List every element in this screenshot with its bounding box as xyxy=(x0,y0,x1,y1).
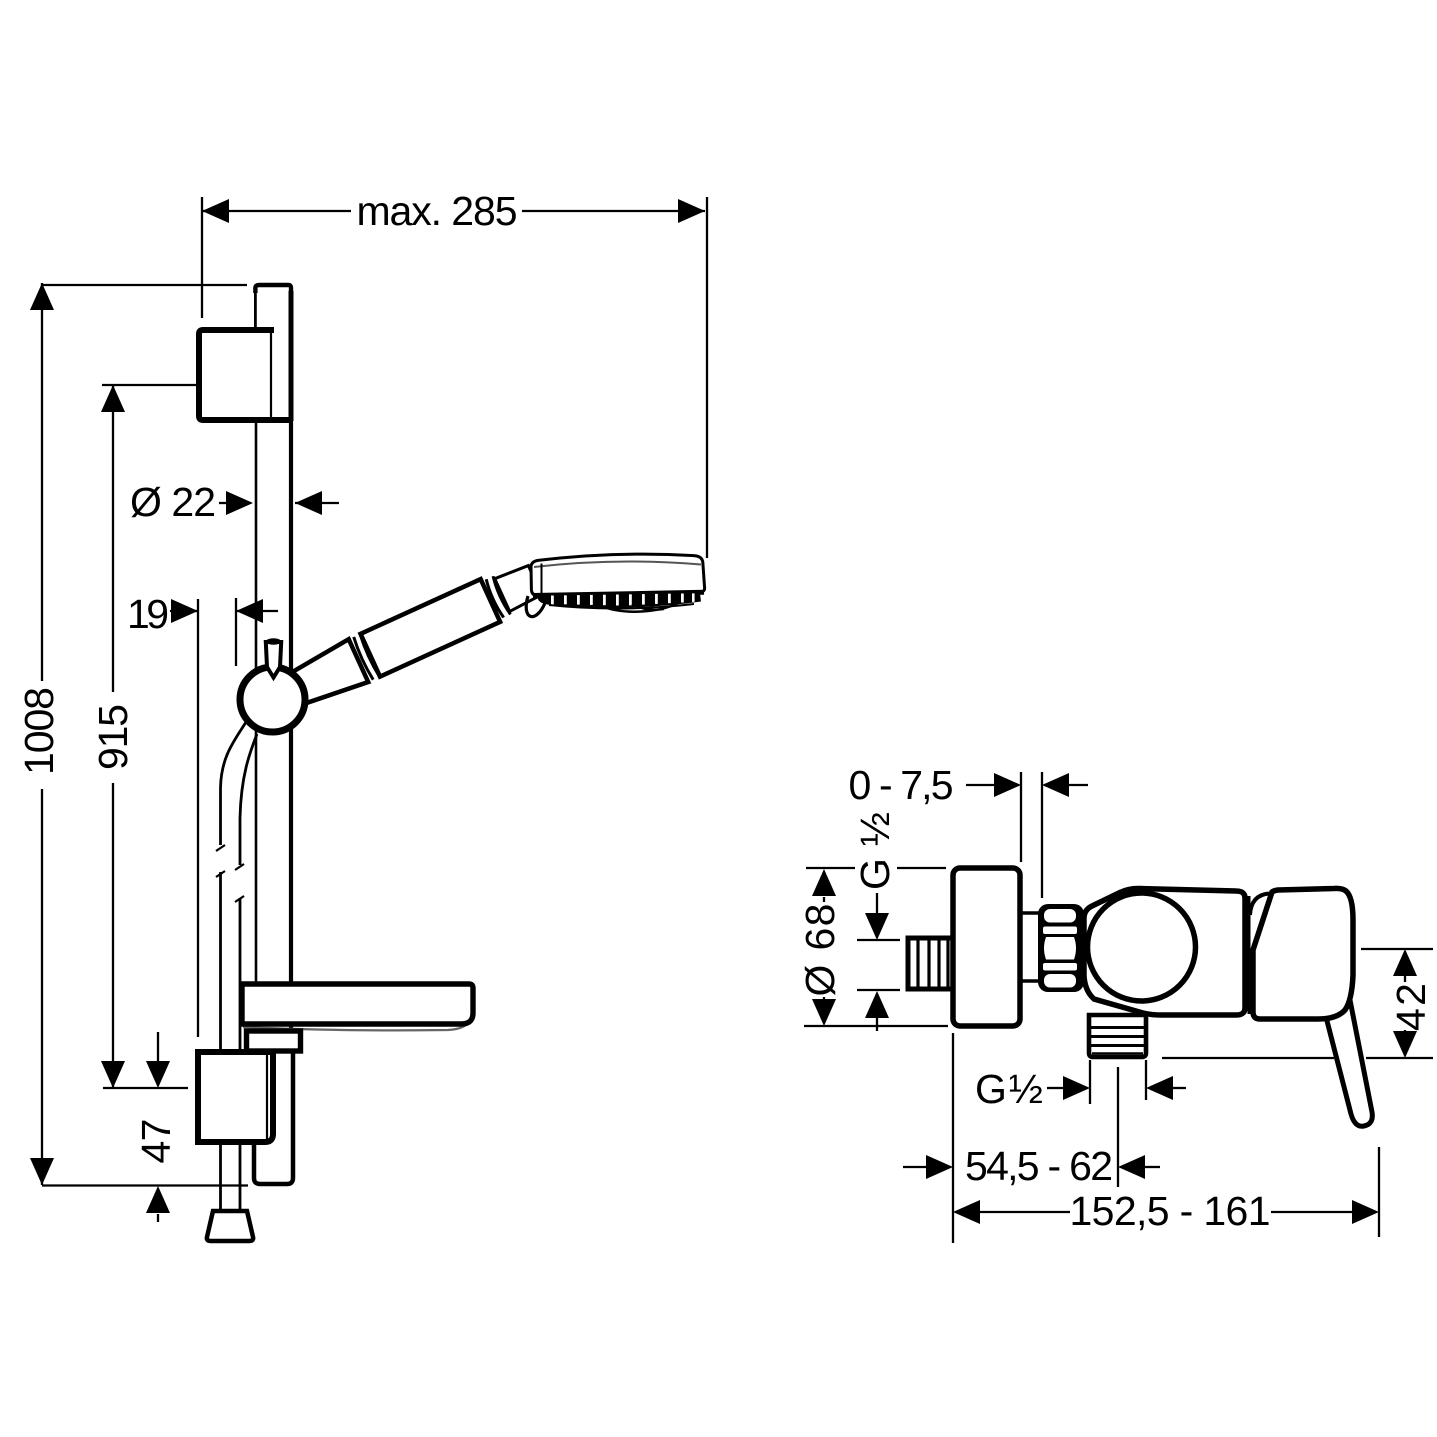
svg-text:Ø 22: Ø 22 xyxy=(130,479,216,525)
svg-text:47: 47 xyxy=(133,1119,179,1164)
svg-text:Ø 68: Ø 68 xyxy=(797,904,843,997)
svg-text:54,5 - 62: 54,5 - 62 xyxy=(965,1143,1113,1189)
svg-text:G ½: G ½ xyxy=(975,1066,1043,1112)
svg-text:1008: 1008 xyxy=(16,687,62,775)
svg-text:915: 915 xyxy=(90,704,136,770)
svg-text:152,5 - 161: 152,5 - 161 xyxy=(1070,1188,1271,1234)
svg-text:max. 285: max. 285 xyxy=(357,188,518,234)
svg-text:G ½: G ½ xyxy=(852,812,898,890)
svg-text:0 - 7,5: 0 - 7,5 xyxy=(849,762,954,808)
svg-text:19: 19 xyxy=(127,591,169,637)
